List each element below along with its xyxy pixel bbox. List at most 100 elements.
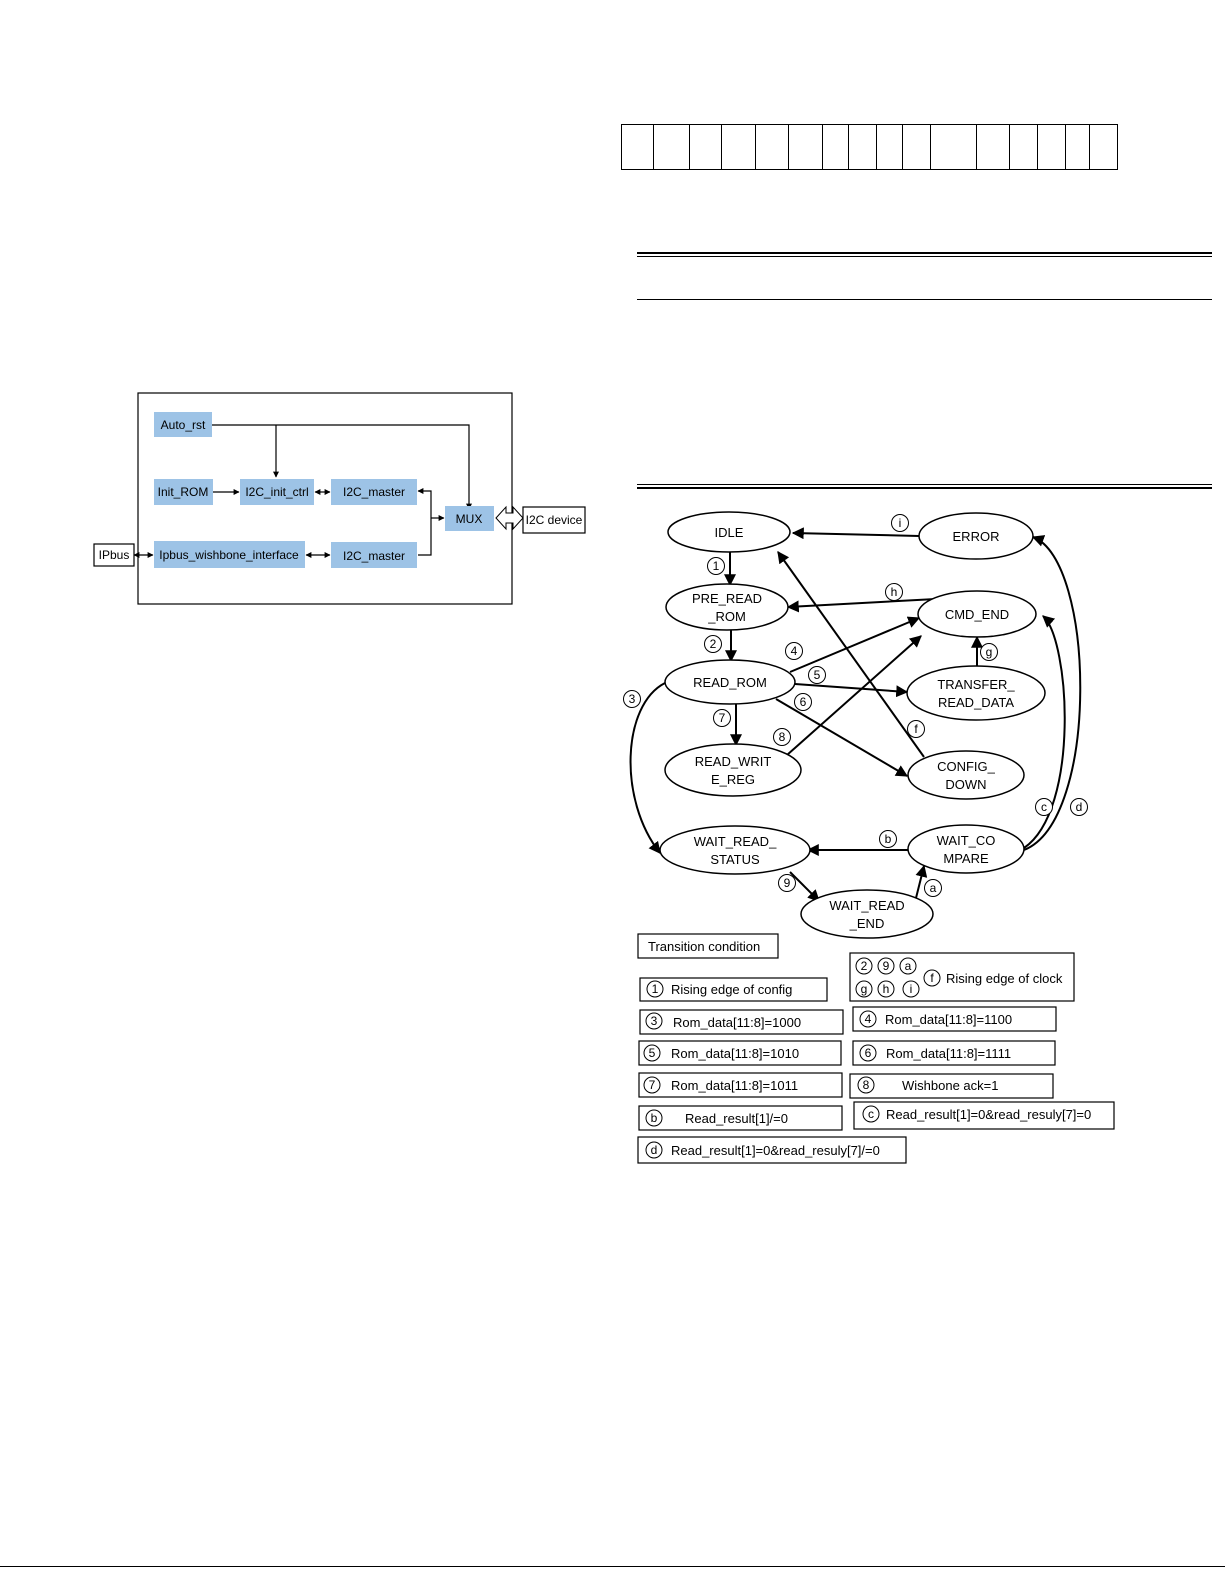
svg-text:READ_ROM: READ_ROM <box>693 675 767 690</box>
marker-3: 3 <box>623 690 641 708</box>
legend-cond-8: 8 Wishbone ack=1 <box>849 1073 1054 1099</box>
svg-text:4: 4 <box>791 644 798 658</box>
block-i2c-init-ctrl: I2C_init_ctrl <box>240 479 314 505</box>
block-connectors <box>133 424 472 558</box>
svg-text:f: f <box>930 971 934 985</box>
state-pre-read-rom: PRE_READ _ROM <box>665 583 789 631</box>
svg-text:E_REG: E_REG <box>711 772 755 787</box>
transition-markers: i 1 h 2 4 g 5 3 6 7 f 8 c d b 9 a <box>623 514 1088 897</box>
block-i2c-device: I2C device <box>522 506 586 534</box>
table-cell <box>823 125 849 169</box>
svg-text:I2C_master: I2C_master <box>343 549 405 563</box>
table-bottom-rule-inner <box>637 484 1212 485</box>
state-wait-read-end: WAIT_READ _END <box>800 889 934 939</box>
svg-text:Read_result[1]=0&read_resuly[7: Read_result[1]=0&read_resuly[7]/=0 <box>671 1143 880 1158</box>
svg-text:I2C device: I2C device <box>526 513 583 527</box>
svg-text:c: c <box>1041 800 1047 814</box>
svg-text:I2C_init_ctrl: I2C_init_ctrl <box>245 485 308 499</box>
svg-text:Rom_data[11:8]=1111: Rom_data[11:8]=1111 <box>886 1046 1011 1061</box>
svg-text:ERROR: ERROR <box>953 529 1000 544</box>
svg-text:Rising edge of config: Rising edge of config <box>671 982 792 997</box>
marker-a: a <box>924 879 942 897</box>
svg-text:5: 5 <box>649 1046 656 1060</box>
svg-text:d: d <box>1076 800 1083 814</box>
svg-text:IPbus: IPbus <box>99 548 130 562</box>
transition-i <box>791 527 920 540</box>
marker-9: 9 <box>778 874 796 892</box>
block-i2c-master-bottom: I2C_master <box>331 542 417 568</box>
legend-cond-4: 4 Rom_data[11:8]=1100 <box>852 1006 1057 1032</box>
marker-6: 6 <box>794 693 812 711</box>
transition-6 <box>775 698 909 777</box>
table-bottom-rule <box>637 487 1212 489</box>
svg-text:a: a <box>930 881 937 895</box>
state-wait-read-status: WAIT_READ_ STATUS <box>659 825 811 875</box>
legend-cond-d: d Read_result[1]=0&read_resuly[7]/=0 <box>637 1136 907 1164</box>
svg-text:7: 7 <box>649 1078 656 1092</box>
svg-text:Read_result[1]/=0: Read_result[1]/=0 <box>685 1111 788 1126</box>
svg-text:2: 2 <box>861 959 868 973</box>
svg-text:READ_DATA: READ_DATA <box>938 695 1014 710</box>
table-cell <box>654 125 690 169</box>
block-auto-rst: Auto_rst <box>154 412 212 437</box>
table-cell <box>756 125 789 169</box>
svg-text:2: 2 <box>710 637 717 651</box>
system-boundary <box>137 392 513 605</box>
svg-text:Wishbone ack=1: Wishbone ack=1 <box>902 1078 998 1093</box>
svg-text:b: b <box>885 832 892 846</box>
legend-cond-3: 3 Rom_data[11:8]=1000 <box>639 1009 844 1035</box>
marker-2: 2 <box>704 635 722 653</box>
svg-text:9: 9 <box>784 876 791 890</box>
marker-b: b <box>879 830 897 848</box>
svg-text:7: 7 <box>719 711 726 725</box>
marker-f: f <box>907 720 925 738</box>
table-cell <box>1038 125 1066 169</box>
marker-1: 1 <box>707 557 725 575</box>
svg-text:g: g <box>861 982 868 996</box>
transition-5 <box>794 683 909 698</box>
svg-text:Rom_data[11:8]=1000: Rom_data[11:8]=1000 <box>673 1015 801 1030</box>
marker-h: h <box>885 583 903 601</box>
legend-cond-6: 6 Rom_data[11:8]=1111 <box>852 1040 1056 1066</box>
svg-text:3: 3 <box>629 692 636 706</box>
svg-text:PRE_READ: PRE_READ <box>692 591 762 606</box>
svg-text:6: 6 <box>865 1046 872 1060</box>
legend-cond-5: 5 Rom_data[11:8]=1010 <box>638 1040 842 1066</box>
svg-text:MUX: MUX <box>456 512 483 526</box>
legend-cond-b: b Read_result[1]/=0 <box>638 1105 843 1131</box>
svg-text:b: b <box>651 1111 658 1125</box>
legend-cond-7: 7 Rom_data[11:8]=1011 <box>638 1072 843 1098</box>
block-i2c-master-top: I2C_master <box>331 479 417 505</box>
svg-text:6: 6 <box>800 695 807 709</box>
marker-7: 7 <box>713 709 731 727</box>
svg-text:TRANSFER_: TRANSFER_ <box>937 677 1015 692</box>
svg-text:h: h <box>891 585 898 599</box>
marker-g: g <box>980 643 998 661</box>
svg-text:5: 5 <box>814 668 821 682</box>
svg-text:Rom_data[11:8]=1100: Rom_data[11:8]=1100 <box>885 1012 1012 1027</box>
svg-text:1: 1 <box>713 559 720 573</box>
svg-text:Rising edge of clock: Rising edge of clock <box>946 971 1063 986</box>
svg-text:h: h <box>883 982 890 996</box>
svg-text:Rom_data[11:8]=1011: Rom_data[11:8]=1011 <box>671 1078 798 1093</box>
legend-rising-edge-clock: 2 9 a g h i f Rising edge of clock <box>849 952 1075 1002</box>
table-cell <box>849 125 877 169</box>
table-cell <box>1066 125 1091 169</box>
page-footer-rule <box>0 1566 1225 1567</box>
svg-text:Rom_data[11:8]=1010: Rom_data[11:8]=1010 <box>671 1046 799 1061</box>
state-error: ERROR <box>918 512 1034 560</box>
legend-title: Transition condition <box>637 933 779 959</box>
transition-4 <box>789 616 921 673</box>
state-cmd-end: CMD_END <box>917 590 1037 638</box>
svg-text:Read_result[1]=0&read_resuly[7: Read_result[1]=0&read_resuly[7]=0 <box>886 1107 1091 1122</box>
svg-text:i: i <box>899 516 902 530</box>
svg-text:Transition condition: Transition condition <box>648 939 760 954</box>
svg-text:Init_ROM: Init_ROM <box>158 485 209 499</box>
state-read-rom: READ_ROM <box>664 659 796 705</box>
marker-4: 4 <box>785 642 803 660</box>
svg-text:Ipbus_wishbone_interface: Ipbus_wishbone_interface <box>159 548 299 562</box>
table-cell <box>722 125 756 169</box>
marker-8: 8 <box>773 728 791 746</box>
table-top-rule-inner <box>637 256 1212 257</box>
